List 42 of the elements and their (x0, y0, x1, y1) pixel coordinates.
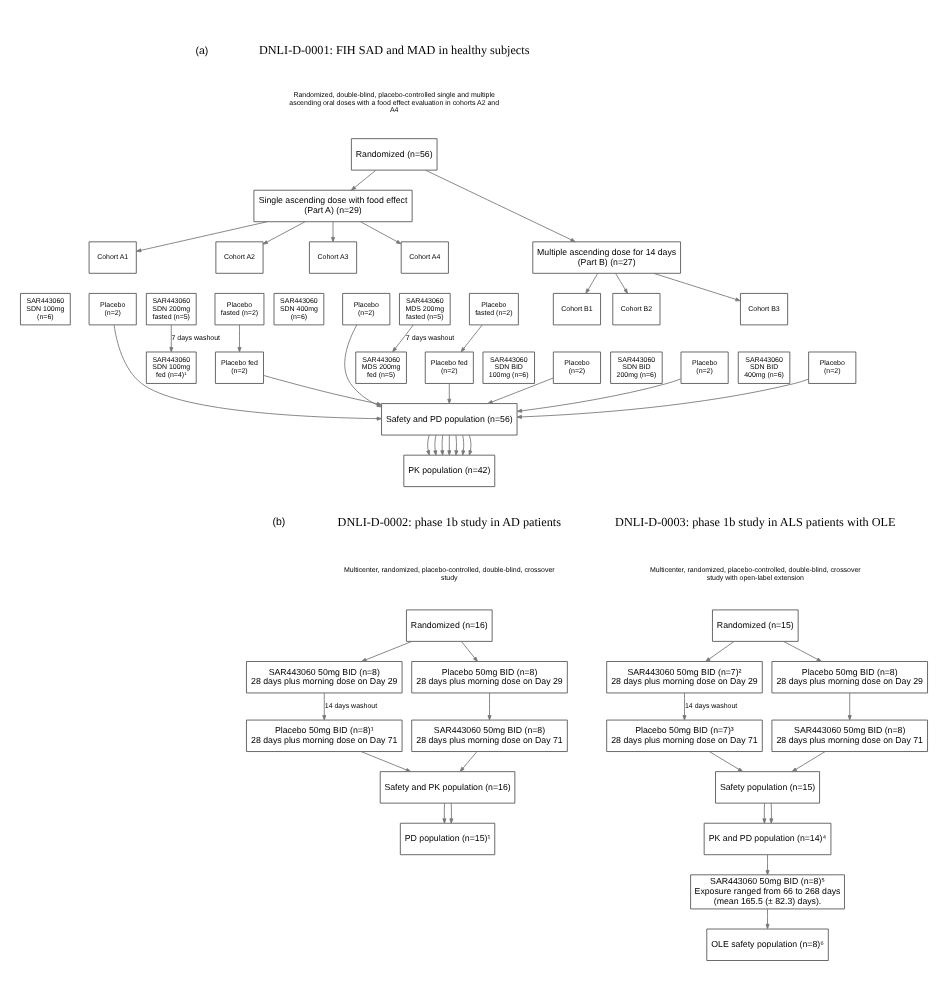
arrow (682, 691, 687, 720)
arrow (360, 220, 402, 244)
arrow (765, 853, 770, 875)
arrow (237, 323, 242, 352)
arrow (615, 271, 628, 293)
arrow (783, 640, 822, 661)
arrow (447, 433, 452, 455)
arrow (791, 750, 826, 771)
arrow (762, 801, 767, 823)
arrow (461, 433, 466, 455)
arrow (331, 220, 335, 242)
arrow (447, 382, 452, 403)
arrow (426, 433, 431, 455)
arrow (449, 801, 454, 823)
arrow (468, 433, 473, 455)
arrow (460, 323, 483, 352)
arrow (459, 750, 478, 771)
arrow (516, 377, 682, 412)
arrow (653, 271, 741, 301)
arrow (460, 640, 478, 661)
arrow (440, 433, 445, 455)
arrow (769, 801, 774, 823)
arrow (360, 750, 412, 771)
arrow (425, 168, 576, 242)
arrow (454, 433, 459, 455)
arrow (442, 801, 447, 823)
arrow (169, 323, 174, 352)
arrow (847, 691, 852, 720)
arrow (361, 640, 413, 661)
arrow (392, 323, 414, 352)
arrow (708, 750, 744, 771)
arrow (705, 640, 735, 661)
arrow (433, 433, 438, 455)
arrow (487, 691, 492, 720)
arrow (487, 376, 554, 403)
arrow (516, 377, 809, 418)
arrow (322, 691, 327, 720)
arrow (350, 168, 377, 190)
arrow (262, 220, 306, 244)
arrow (585, 271, 599, 293)
arrow (765, 907, 770, 929)
arrow (136, 220, 268, 252)
